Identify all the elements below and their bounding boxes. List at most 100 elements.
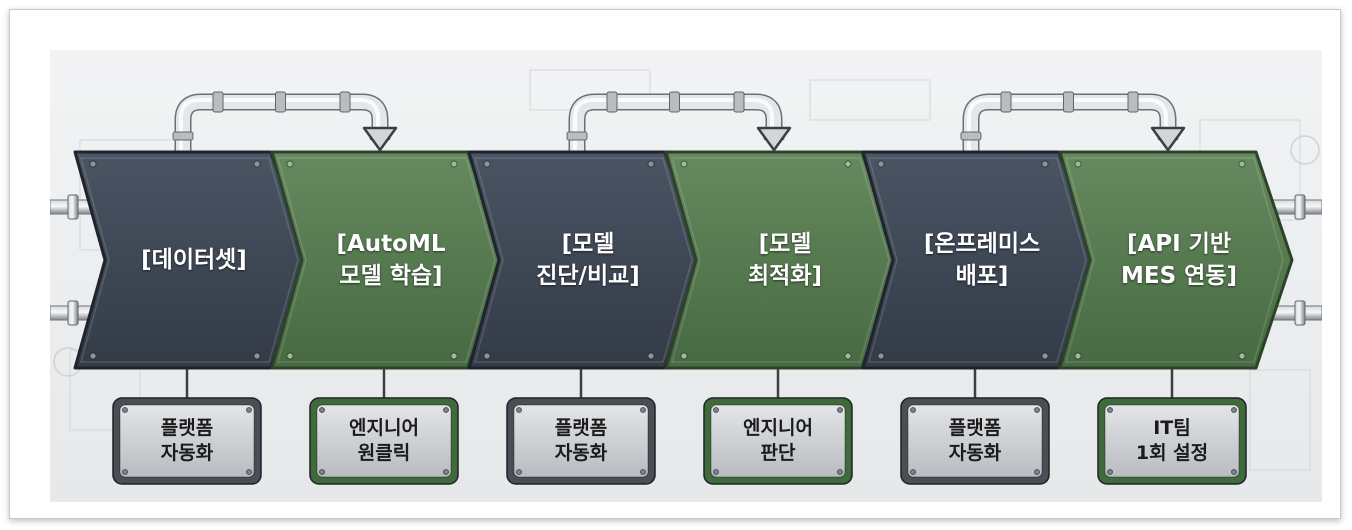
rivet-icon	[1107, 469, 1113, 475]
rivet-icon	[1231, 469, 1237, 475]
step-bevel	[277, 157, 496, 363]
rivet-icon	[1238, 160, 1246, 168]
rivet-icon	[844, 352, 852, 360]
pipe-coupling	[275, 91, 286, 113]
rivet-icon	[319, 407, 325, 413]
step-label-model-diagnosis: [모델 진단/비교]	[536, 231, 640, 289]
plaque-face	[316, 404, 452, 478]
rivet-icon	[1107, 407, 1113, 413]
curved-pipe-arrow-icon	[1150, 126, 1186, 152]
plaque-label-3: 플랫폼 자동화	[554, 417, 608, 464]
gauge-icon	[1290, 135, 1320, 165]
rivet-icon	[640, 469, 646, 475]
pipe-coupling	[1063, 91, 1074, 113]
plaque-label-4: 엔지니어 판단	[743, 417, 813, 464]
rivet-icon	[246, 469, 252, 475]
plaque-connectors	[185, 366, 1174, 400]
step-bevel	[671, 157, 890, 363]
rivet-icon	[246, 407, 252, 413]
step-label-model-optimization: [모델 최적화]	[748, 231, 822, 289]
rivet-icon	[713, 469, 719, 475]
rivet-icon	[286, 352, 294, 360]
step-label-api-mes: [API 기반 MES 연동]	[1120, 231, 1237, 289]
blueprint-line	[809, 79, 931, 121]
loop-back-pipes	[172, 91, 1186, 156]
rivet-icon	[647, 352, 655, 360]
rivet-icon	[89, 352, 97, 360]
rivet-icon	[1034, 407, 1040, 413]
curved-pipe-arrow-icon	[362, 126, 398, 152]
pipe-flange	[67, 300, 79, 326]
blueprint-line	[1249, 369, 1311, 471]
rivet-icon	[640, 407, 646, 413]
step-chevron	[1058, 150, 1294, 370]
plaque-label-1: 플랫폼 자동화	[160, 417, 214, 464]
pipe-coupling	[960, 131, 982, 141]
step-bevel	[80, 157, 299, 363]
rivet-icon	[647, 160, 655, 168]
pipe-flange	[67, 194, 79, 220]
plaque-face	[907, 404, 1043, 478]
rivet-icon	[483, 352, 491, 360]
pipe-coupling	[669, 91, 680, 113]
pipe-coupling	[1127, 91, 1139, 113]
plaque-label-2: 엔지니어 원클릭	[349, 417, 419, 464]
step-bevel	[868, 157, 1087, 363]
rivet-icon	[286, 160, 294, 168]
rivet-icon	[837, 407, 843, 413]
process-steps	[73, 150, 1294, 370]
role-plaques	[112, 397, 1247, 485]
rivet-icon	[877, 160, 885, 168]
rivet-icon	[1074, 160, 1082, 168]
step-label-automl-training: [AutoML 모델 학습]	[336, 231, 446, 289]
pipe-coupling	[339, 91, 351, 113]
rivet-icon	[910, 469, 916, 475]
rivet-icon	[253, 160, 261, 168]
pipe-coupling	[606, 91, 618, 113]
process-diagram: [데이터셋] [AutoML 모델 학습] [모델 진단/비교] [모델 최적화…	[50, 50, 1322, 502]
curved-pipe-arrow-icon	[756, 126, 792, 152]
step-bevel	[474, 157, 693, 363]
rivet-icon	[450, 352, 458, 360]
pipe-coupling	[733, 91, 745, 113]
plaque-label-5: 플랫폼 자동화	[948, 417, 1002, 464]
rivet-icon	[319, 469, 325, 475]
rivet-icon	[910, 407, 916, 413]
rivet-icon	[1238, 352, 1246, 360]
rivet-icon	[253, 352, 261, 360]
plaque-face	[119, 404, 255, 478]
rivet-icon	[1041, 352, 1049, 360]
process-flow-svg	[50, 69, 1322, 485]
rivet-icon	[1231, 407, 1237, 413]
rivet-icon	[122, 407, 128, 413]
pipe-flange	[1294, 194, 1306, 220]
step-bevel	[1065, 157, 1284, 363]
plaque-face	[513, 404, 649, 478]
pipe-coupling	[172, 131, 194, 141]
rivet-icon	[443, 469, 449, 475]
step-label-onprem-deploy: [온프레미스 배포]	[923, 231, 1041, 289]
rivet-icon	[516, 407, 522, 413]
rivet-icon	[1034, 469, 1040, 475]
pipe-flange	[1294, 300, 1306, 326]
rivet-icon	[844, 160, 852, 168]
image-frame: [데이터셋] [AutoML 모델 학습] [모델 진단/비교] [모델 최적화…	[9, 9, 1341, 519]
rivet-icon	[122, 469, 128, 475]
pipe-coupling	[212, 91, 224, 113]
rivet-icon	[1074, 352, 1082, 360]
rivet-icon	[713, 407, 719, 413]
plaque-face	[1104, 404, 1240, 478]
rivet-icon	[837, 469, 843, 475]
rivet-icon	[450, 160, 458, 168]
rivet-icon	[443, 407, 449, 413]
rivet-icon	[680, 160, 688, 168]
pipe-coupling	[1000, 91, 1012, 113]
rivet-icon	[516, 469, 522, 475]
rivet-icon	[1041, 160, 1049, 168]
plaque-face	[710, 404, 846, 478]
rivet-icon	[680, 352, 688, 360]
pipe-coupling	[566, 131, 588, 141]
rivet-icon	[877, 352, 885, 360]
step-label-dataset: [데이터셋]	[141, 247, 247, 273]
rivet-icon	[89, 160, 97, 168]
